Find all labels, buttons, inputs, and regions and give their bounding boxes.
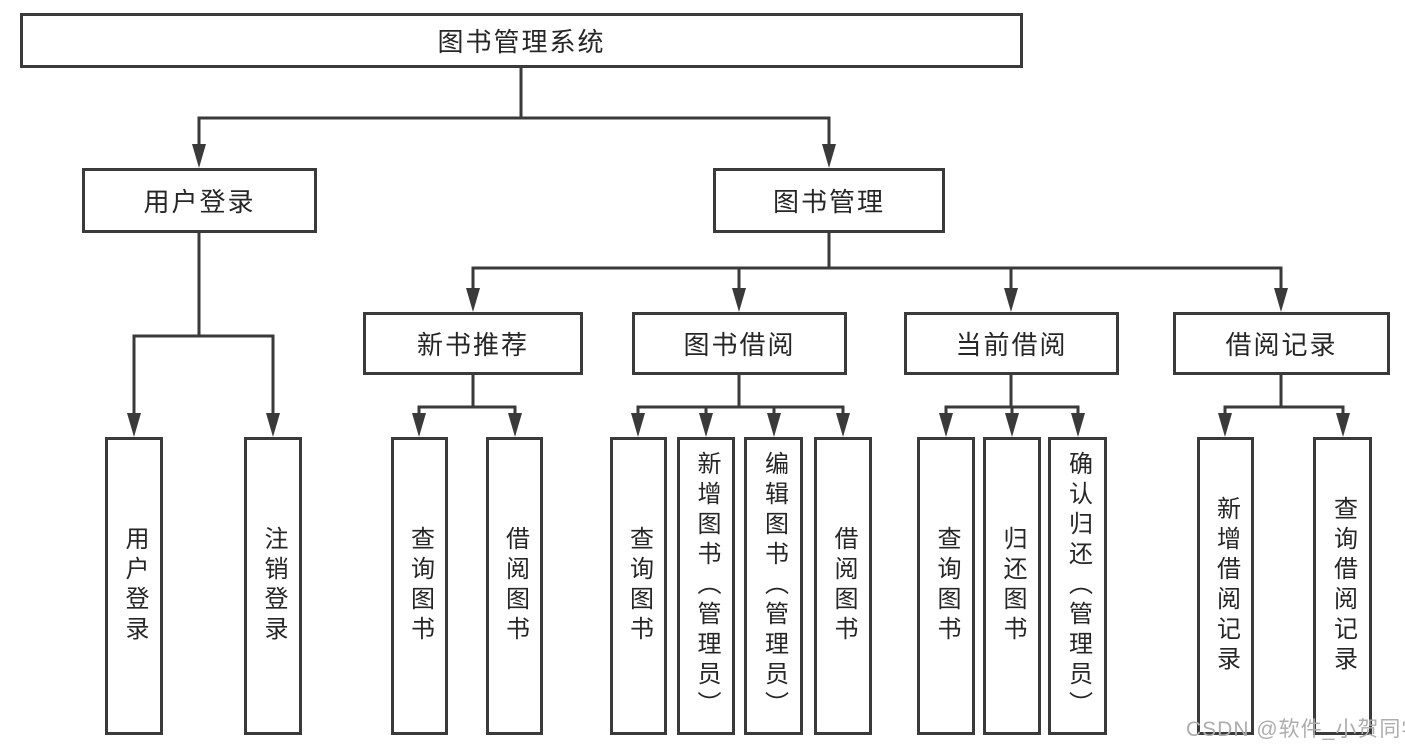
leaf-query-books-recommend-label: 查询图书 xyxy=(406,526,434,646)
leaf-return-book: 归还图书 xyxy=(983,437,1041,735)
leaf-edit-book-admin: 编辑图书（管理员） xyxy=(744,437,803,735)
leaf-borrow-books-recommend: 借阅图书 xyxy=(486,437,543,735)
node-library-management-system: 图书管理系统 xyxy=(20,13,1023,68)
leaf-query-borrow-record: 查询借阅记录 xyxy=(1313,437,1372,735)
leaf-query-books-current-label: 查询图书 xyxy=(933,526,960,646)
node-current-borrow-label: 当前借阅 xyxy=(955,330,1068,360)
node-book-management: 图书管理 xyxy=(713,168,945,233)
leaf-add-book-admin-label: 新增图书（管理员） xyxy=(693,451,720,721)
node-new-book-recommend: 新书推荐 xyxy=(363,312,583,375)
csdn-watermark: CSDN @软件_小贺同学 xyxy=(1186,718,1405,741)
node-library-management-system-label: 图书管理系统 xyxy=(437,27,606,57)
leaf-return-book-label: 归还图书 xyxy=(999,526,1026,646)
node-current-borrow: 当前借阅 xyxy=(904,312,1119,375)
node-borrow-records: 借阅记录 xyxy=(1173,312,1390,375)
leaf-borrow-books-recommend-label: 借阅图书 xyxy=(501,526,529,646)
leaf-query-books-recommend: 查询图书 xyxy=(391,437,448,735)
node-user-login-label: 用户登录 xyxy=(143,187,256,217)
leaf-edit-book-admin-label: 编辑图书（管理员） xyxy=(760,451,788,721)
node-book-borrow-label: 图书借阅 xyxy=(683,330,796,360)
leaf-user-login: 用户登录 xyxy=(105,437,163,735)
node-book-management-label: 图书管理 xyxy=(772,187,885,217)
node-user-login: 用户登录 xyxy=(82,168,317,233)
leaf-logout-label: 注销登录 xyxy=(260,526,287,646)
leaf-query-books-current: 查询图书 xyxy=(917,437,975,735)
leaf-query-books-borrow: 查询图书 xyxy=(610,437,667,735)
leaf-borrow-books-label: 借阅图书 xyxy=(830,526,857,646)
leaf-borrow-books: 借阅图书 xyxy=(814,437,872,735)
leaf-user-login-label: 用户登录 xyxy=(121,526,148,646)
leaf-query-borrow-record-label: 查询借阅记录 xyxy=(1329,496,1357,676)
leaf-logout: 注销登录 xyxy=(244,437,302,735)
arrowheads xyxy=(127,144,1350,437)
leaf-confirm-return-admin: 确认归还（管理员） xyxy=(1048,437,1107,735)
leaf-add-book-admin: 新增图书（管理员） xyxy=(677,437,735,735)
node-book-borrow: 图书借阅 xyxy=(632,312,847,375)
node-new-book-recommend-label: 新书推荐 xyxy=(416,330,529,360)
leaf-confirm-return-admin-label: 确认归还（管理员） xyxy=(1064,451,1092,721)
leaf-query-books-borrow-label: 查询图书 xyxy=(625,526,653,646)
leaf-add-borrow-record: 新增借阅记录 xyxy=(1197,437,1254,735)
node-borrow-records-label: 借阅记录 xyxy=(1225,330,1338,360)
leaf-add-borrow-record-label: 新增借阅记录 xyxy=(1212,496,1240,676)
